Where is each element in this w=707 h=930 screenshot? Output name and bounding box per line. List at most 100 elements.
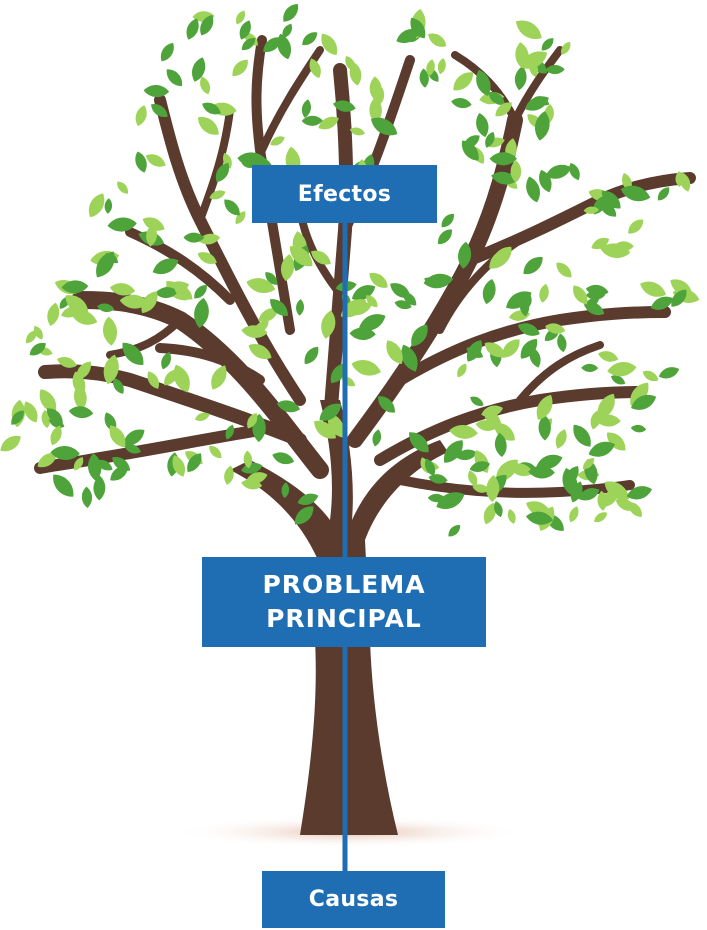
- leaf: [515, 20, 542, 39]
- leaf: [620, 185, 651, 202]
- leaf: [509, 463, 534, 477]
- leaf: [166, 69, 183, 87]
- leaf: [569, 163, 580, 181]
- causes-label: Causas: [308, 887, 399, 912]
- leaf: [277, 33, 292, 60]
- leaf: [555, 429, 567, 449]
- leaf: [628, 501, 642, 517]
- leaf: [173, 284, 193, 300]
- leaf: [152, 258, 179, 275]
- leaf: [72, 371, 86, 396]
- leaf: [523, 257, 543, 275]
- leaf: [192, 57, 206, 82]
- leaf: [369, 272, 388, 288]
- leaf: [263, 37, 282, 53]
- leaf: [109, 283, 136, 296]
- leaf: [520, 339, 538, 359]
- leaf: [538, 414, 551, 441]
- leaf: [25, 330, 37, 344]
- leaf: [314, 420, 336, 439]
- leaf: [183, 232, 205, 243]
- leaf: [351, 360, 381, 376]
- leaf: [472, 484, 490, 493]
- leaf: [545, 323, 566, 334]
- leaf: [270, 299, 288, 316]
- leaf: [107, 217, 137, 232]
- leaf: [24, 401, 38, 423]
- leaf: [495, 102, 512, 117]
- leaf: [281, 254, 295, 282]
- leaf: [601, 190, 621, 209]
- leaf: [532, 516, 549, 525]
- leaf: [489, 152, 518, 166]
- leaf: [556, 262, 572, 278]
- leaf: [486, 475, 500, 503]
- leaf: [390, 283, 411, 299]
- leaf: [484, 342, 506, 358]
- leaf: [573, 285, 588, 305]
- leaf: [124, 444, 141, 454]
- leaf: [224, 465, 234, 485]
- leaf: [640, 281, 667, 297]
- leaf: [597, 490, 608, 511]
- leaf: [147, 371, 159, 389]
- leaf: [671, 289, 687, 307]
- leaf: [311, 250, 331, 265]
- leaf: [29, 342, 46, 356]
- leaf: [491, 171, 517, 185]
- leaf: [247, 413, 258, 429]
- leaf: [81, 486, 93, 508]
- leaf: [117, 181, 129, 194]
- leaf: [426, 59, 435, 77]
- leaf: [172, 455, 186, 477]
- leaf: [88, 193, 105, 218]
- leaf: [61, 280, 89, 294]
- leaf: [598, 351, 619, 362]
- leaf: [526, 176, 540, 203]
- leaf: [581, 363, 599, 372]
- leaf: [194, 297, 209, 328]
- leaf: [378, 396, 395, 413]
- leaf: [241, 479, 263, 490]
- leaf: [370, 117, 398, 136]
- leaf: [103, 316, 117, 346]
- leaf: [57, 357, 77, 368]
- leaf: [173, 364, 190, 393]
- leaf: [517, 323, 540, 336]
- leaf: [401, 344, 418, 372]
- leaf: [545, 64, 565, 75]
- leaf: [585, 284, 609, 297]
- leaf: [50, 425, 62, 446]
- leaf: [265, 272, 278, 285]
- leaf: [409, 432, 429, 453]
- leaf: [485, 131, 495, 148]
- leaf: [424, 458, 436, 476]
- leaf: [536, 454, 563, 469]
- leaf: [33, 325, 43, 340]
- leaf: [297, 493, 319, 505]
- leaf: [569, 506, 579, 523]
- leaf: [561, 41, 571, 55]
- leaf: [411, 324, 428, 347]
- leaf: [557, 333, 567, 353]
- leaf: [0, 435, 21, 452]
- leaf: [97, 303, 115, 313]
- leaf: [37, 453, 57, 468]
- leaf: [631, 394, 657, 410]
- leaf: [372, 429, 382, 447]
- leaf: [494, 501, 503, 518]
- leaf: [194, 412, 210, 421]
- leaf: [650, 296, 674, 310]
- leaf: [483, 410, 502, 428]
- leaf: [583, 206, 600, 214]
- leaf: [443, 440, 463, 463]
- leaf: [246, 278, 276, 294]
- leaf: [71, 310, 98, 325]
- leaf: [366, 295, 378, 308]
- tree-leaves: [0, 4, 700, 537]
- leaf: [194, 284, 207, 299]
- leaf: [236, 10, 246, 25]
- leaf: [410, 17, 426, 39]
